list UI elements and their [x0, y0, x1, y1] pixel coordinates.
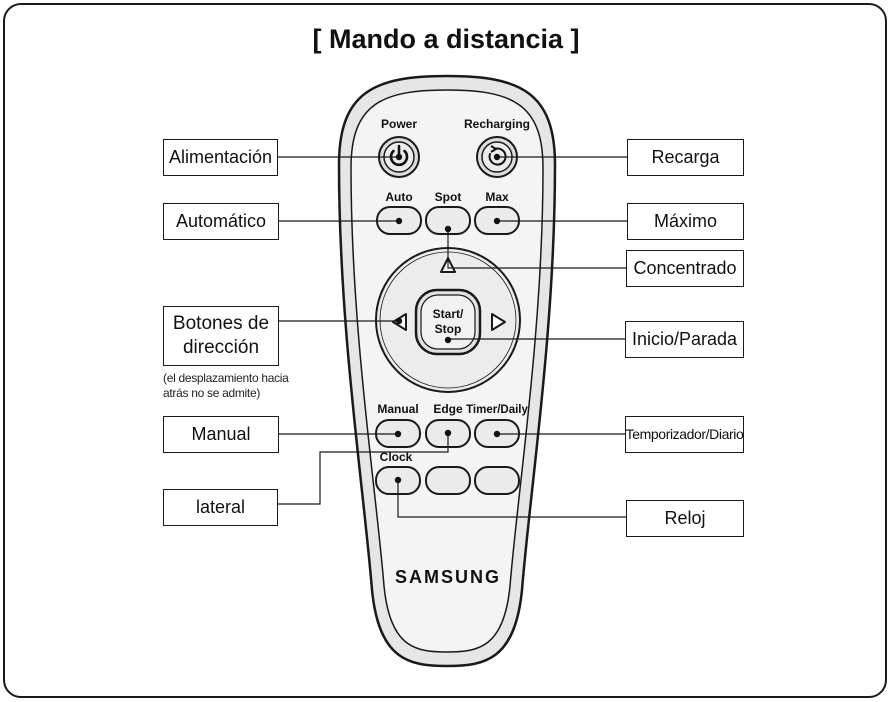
label-temporizador-diario: Temporizador/Diario [625, 416, 744, 453]
direction-note-line1: (el desplazamiento hacia [163, 371, 289, 385]
clock-label: Clock [380, 450, 413, 464]
direction-note: (el desplazamiento hacia atrás no se adm… [163, 371, 333, 401]
leader-dots [394, 153, 501, 484]
max-label: Max [485, 190, 509, 204]
start-label: Start/ [433, 307, 464, 321]
arrow-right-icon [491, 313, 506, 331]
leader-lines [277, 156, 627, 518]
power-label: Power [381, 117, 417, 131]
manual-label: Manual [377, 402, 418, 416]
spot-label: Spot [435, 190, 462, 204]
label-lateral: lateral [163, 489, 278, 526]
diagram-title: [ Mando a distancia ] [312, 24, 580, 54]
label-concentrado: Concentrado [626, 250, 744, 287]
stop-label: Stop [435, 322, 462, 336]
label-botones-line2: dirección [182, 337, 260, 358]
label-alimentacion: Alimentación [163, 139, 278, 176]
auto-label: Auto [385, 190, 412, 204]
label-automatico: Automático [163, 203, 279, 240]
recharge-icon [488, 145, 507, 166]
blank-button-1 [425, 466, 471, 495]
label-reloj: Reloj [626, 500, 744, 537]
label-botones-line1: Botones de [172, 313, 270, 335]
label-maximo: Máximo [627, 203, 744, 240]
label-inicio-parada: Inicio/Parada [625, 321, 744, 358]
label-botones-direccion: Botones de dirección [163, 306, 279, 366]
label-recarga: Recarga [627, 139, 744, 176]
edge-label: Edge [433, 402, 463, 416]
timer-label: Timer/Daily [466, 404, 528, 416]
recharging-label: Recharging [464, 117, 530, 131]
direction-note-line2: atrás no se admite) [163, 386, 261, 400]
brand-logo: SAMSUNG [395, 567, 501, 587]
label-manual: Manual [163, 416, 279, 453]
blank-button-2 [474, 466, 520, 495]
